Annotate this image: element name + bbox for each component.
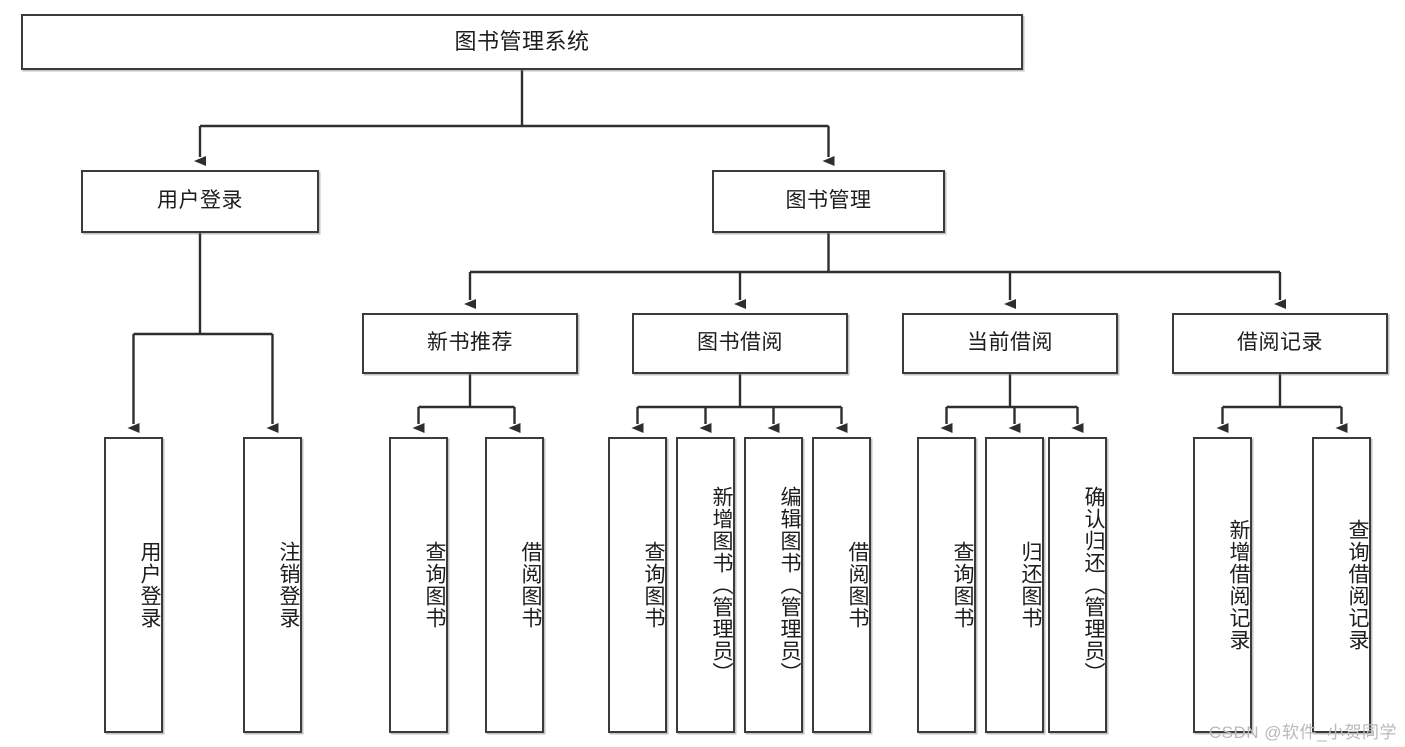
node-leaf-query-3[interactable]: 查询图书 — [917, 437, 976, 733]
node-label: 查询图书 — [642, 541, 665, 629]
node-leaf-query-2[interactable]: 查询图书 — [608, 437, 667, 733]
node-leaf-return[interactable]: 归还图书 — [985, 437, 1044, 733]
node-label: 查询借阅记录 — [1346, 519, 1369, 651]
node-label: 查询图书 — [423, 541, 446, 629]
node-book-borrow[interactable]: 图书借阅 — [632, 313, 848, 374]
node-leaf-query-1[interactable]: 查询图书 — [389, 437, 448, 733]
node-label: 图书借阅 — [697, 331, 783, 355]
connector-bus-book-borrow — [637, 374, 842, 409]
node-leaf-add-rec[interactable]: 新增借阅记录 — [1193, 437, 1252, 733]
node-label: 编辑图书（管理员） — [778, 486, 801, 684]
node-label: 归还图书 — [1019, 541, 1042, 629]
node-leaf-add-book[interactable]: 新增图书（管理员） — [676, 437, 735, 733]
node-current-borrow[interactable]: 当前借阅 — [902, 313, 1118, 374]
node-label: 注销登录 — [277, 541, 300, 629]
connector-bus-root — [200, 70, 829, 128]
node-user-login[interactable]: 用户登录 — [81, 170, 319, 233]
node-new-book-rec[interactable]: 新书推荐 — [362, 313, 578, 374]
node-leaf-edit-book[interactable]: 编辑图书（管理员） — [744, 437, 803, 733]
node-label: 用户登录 — [157, 189, 243, 213]
node-label: 用户登录 — [138, 541, 161, 629]
connector-bus-borrow-record — [1222, 374, 1342, 409]
connector-bus-new-book-rec — [418, 374, 515, 409]
node-label: 查询图书 — [951, 541, 974, 629]
node-book-manage[interactable]: 图书管理 — [712, 170, 945, 233]
node-label: 新增借阅记录 — [1227, 519, 1250, 651]
node-label: 当前借阅 — [967, 331, 1053, 355]
node-label: 借阅图书 — [846, 541, 869, 629]
connector-bus-book-manage — [470, 233, 1280, 274]
node-root[interactable]: 图书管理系统 — [21, 14, 1023, 70]
node-label: 确认归还（管理员） — [1082, 486, 1105, 684]
node-leaf-borrow-2[interactable]: 借阅图书 — [812, 437, 871, 733]
node-borrow-record[interactable]: 借阅记录 — [1172, 313, 1388, 374]
node-leaf-logout[interactable]: 注销登录 — [243, 437, 302, 733]
node-label: 新增图书（管理员） — [710, 486, 733, 684]
node-label: 图书管理 — [785, 189, 872, 213]
node-label: 图书管理系统 — [454, 29, 590, 55]
csdn-watermark: CSDN @软件_小贺同学 — [1208, 723, 1397, 742]
node-leaf-user-login[interactable]: 用户登录 — [104, 437, 163, 733]
node-leaf-confirm[interactable]: 确认归还（管理员） — [1048, 437, 1107, 733]
node-label: 借阅记录 — [1237, 331, 1323, 355]
node-label: 新书推荐 — [427, 331, 513, 355]
node-label: 借阅图书 — [519, 541, 542, 629]
connector-bus-current-borrow — [946, 374, 1078, 409]
connector-bus-user-login — [133, 233, 273, 336]
node-leaf-query-rec[interactable]: 查询借阅记录 — [1312, 437, 1371, 733]
node-leaf-borrow-1[interactable]: 借阅图书 — [485, 437, 544, 733]
